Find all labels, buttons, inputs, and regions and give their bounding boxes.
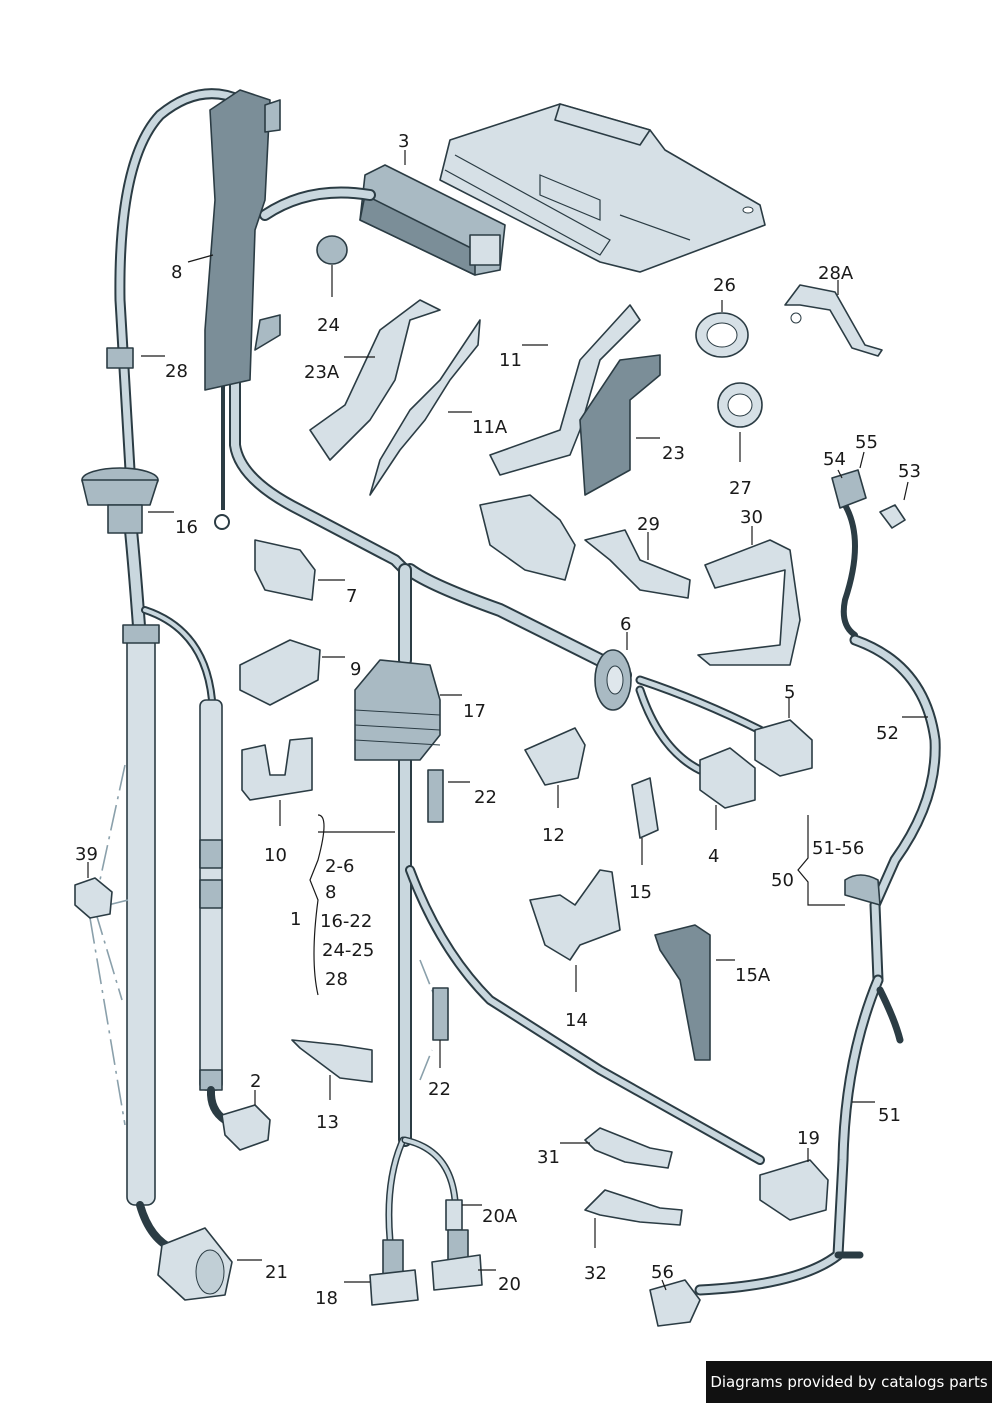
label-group-16-22: 16-22 <box>320 911 372 932</box>
label-15a: 15A <box>735 965 771 986</box>
connector <box>157 1227 233 1301</box>
label-11: 11 <box>499 350 522 371</box>
label-50: 50 <box>771 870 794 891</box>
label-56: 56 <box>651 1262 674 1283</box>
harness-sleeve <box>204 89 281 391</box>
label-16: 16 <box>175 517 198 538</box>
label-24: 24 <box>317 315 340 336</box>
label-30: 30 <box>740 507 763 528</box>
label-53: 53 <box>898 461 921 482</box>
bracket-30 <box>697 539 801 666</box>
clip <box>106 347 134 369</box>
label-22-lower: 22 <box>428 1079 451 1100</box>
label-22-upper: 22 <box>474 787 497 808</box>
ecu-connector <box>359 164 506 276</box>
grommet <box>81 467 159 534</box>
side-harness <box>649 469 941 1327</box>
label-18: 18 <box>315 1288 338 1309</box>
label-15: 15 <box>629 882 652 903</box>
label-group-28: 28 <box>325 969 348 990</box>
cover-10 <box>241 737 313 801</box>
control-unit <box>439 103 766 273</box>
grommet-round <box>594 649 632 711</box>
label-52: 52 <box>876 723 899 744</box>
clip-24 <box>316 235 348 265</box>
label-12: 12 <box>542 825 565 846</box>
label-4: 4 <box>708 846 719 867</box>
label-5: 5 <box>784 682 795 703</box>
label-23: 23 <box>662 443 685 464</box>
bracket-29 <box>479 494 691 599</box>
label-19: 19 <box>797 1128 820 1149</box>
label-1: 1 <box>290 909 301 930</box>
label-10: 10 <box>264 845 287 866</box>
clip-26 <box>695 312 749 358</box>
bracket-7 <box>254 539 316 601</box>
label-17: 17 <box>463 701 486 722</box>
connector <box>759 1159 829 1221</box>
label-54: 54 <box>823 449 846 470</box>
label-2: 2 <box>250 1071 261 1092</box>
clip-13 <box>291 1039 373 1083</box>
main-harness <box>114 88 765 1244</box>
label-31: 31 <box>537 1147 560 1168</box>
label-6: 6 <box>620 614 631 635</box>
label-7: 7 <box>346 586 357 607</box>
label-group-2-6: 2-6 <box>325 856 354 877</box>
label-21: 21 <box>265 1262 288 1283</box>
grommet-block <box>354 659 441 761</box>
label-32: 32 <box>584 1263 607 1284</box>
bracket-32 <box>584 1189 683 1226</box>
connector <box>699 719 813 809</box>
sensor <box>369 1199 483 1306</box>
label-20: 20 <box>498 1274 521 1295</box>
label-group-24-25: 24-25 <box>322 940 374 961</box>
label-20a: 20A <box>482 1206 518 1227</box>
label-27: 27 <box>729 478 752 499</box>
clip-15 <box>631 777 659 839</box>
label-group-8: 8 <box>325 882 336 903</box>
label-8: 8 <box>171 262 182 283</box>
clip-27 <box>717 382 763 428</box>
label-11a: 11A <box>472 417 508 438</box>
clip-22 <box>427 769 449 1041</box>
bracket-14 <box>529 869 621 961</box>
protective-tube <box>122 624 229 1254</box>
credit-banner: Diagrams provided by catalogs parts <box>706 1361 992 1403</box>
label-51: 51 <box>878 1105 901 1126</box>
label-55: 55 <box>855 432 878 453</box>
label-23a: 23A <box>304 362 340 383</box>
label-51-56: 51-56 <box>812 838 864 859</box>
label-14: 14 <box>565 1010 588 1031</box>
clip-9 <box>239 639 321 706</box>
label-39: 39 <box>75 844 98 865</box>
leader-lines <box>87 150 928 1291</box>
bracket-11a <box>369 319 481 496</box>
clip-39 <box>74 877 113 919</box>
bracket-11 <box>489 304 641 476</box>
label-9: 9 <box>350 659 361 680</box>
bracket-23a <box>309 299 441 461</box>
label-29: 29 <box>637 514 660 535</box>
connector <box>221 1104 271 1151</box>
label-13: 13 <box>316 1112 339 1133</box>
label-28: 28 <box>165 361 188 382</box>
label-3: 3 <box>398 131 409 152</box>
part-labels: 3 8 24 26 28A 28 23A 11 11A 23 27 55 54 … <box>75 131 921 1309</box>
bracket-28a <box>784 284 883 357</box>
bracket-23 <box>579 354 661 496</box>
clip-12 <box>524 727 586 786</box>
bracket-15a <box>654 924 711 1061</box>
bracket-31 <box>584 1127 673 1169</box>
label-26: 26 <box>713 275 736 296</box>
label-28a: 28A <box>818 263 854 284</box>
